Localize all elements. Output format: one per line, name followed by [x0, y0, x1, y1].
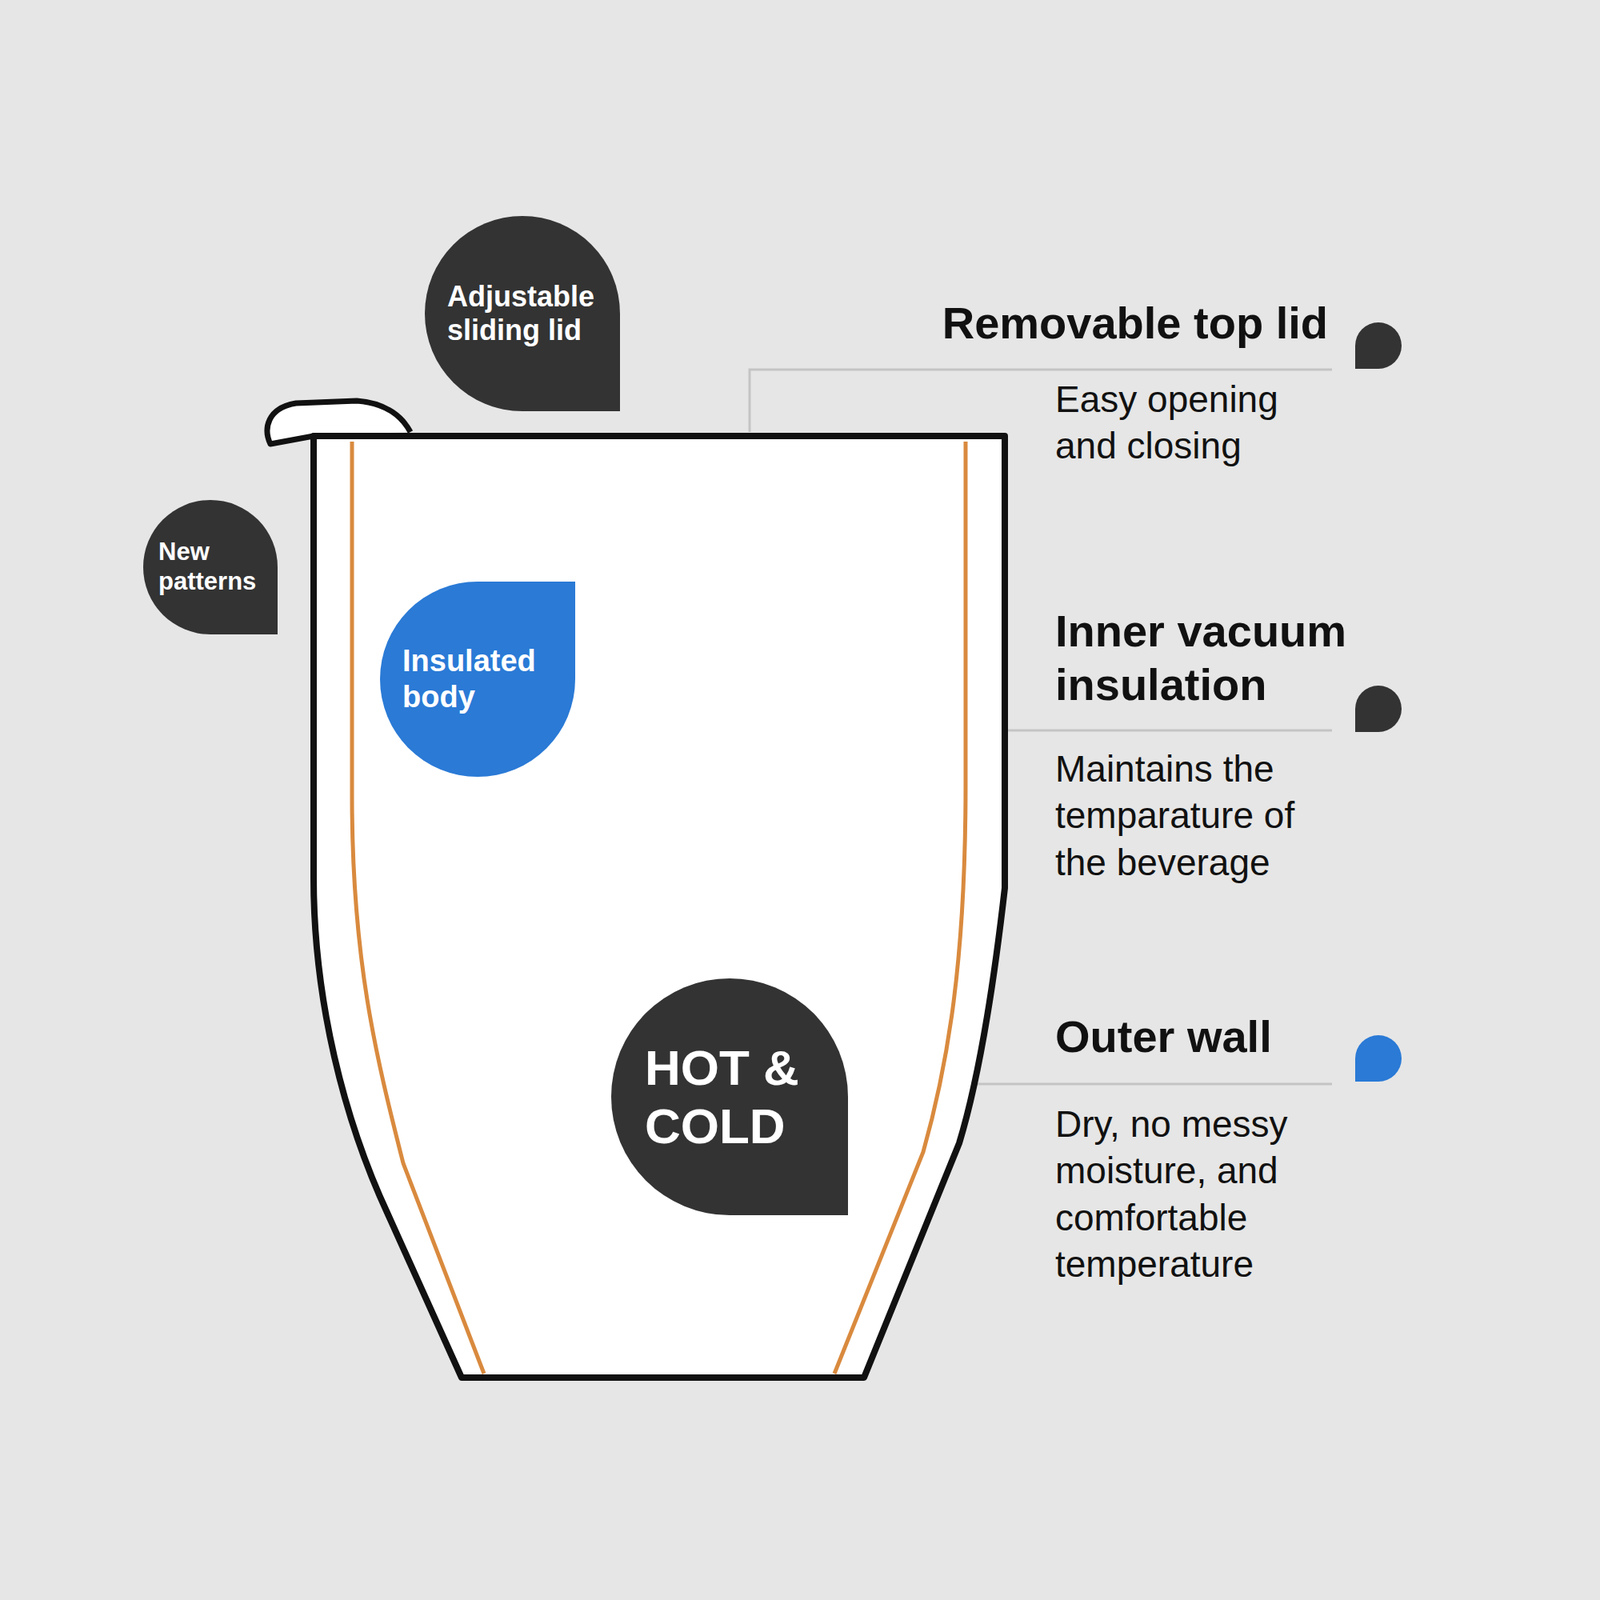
- feature-description: Dry, no messy moisture, and comfortable …: [1055, 1100, 1344, 1288]
- callout-label: Adjustable sliding lid: [447, 280, 614, 348]
- drop-shape: [611, 978, 848, 1216]
- feature-description: Maintains the temparature of the beverag…: [1055, 745, 1328, 886]
- callout-text: Adjustable sliding lid: [447, 280, 614, 348]
- drop-fill: [424, 216, 620, 412]
- inner-wall: [352, 441, 484, 1374]
- callout-text: Insulated body: [402, 643, 569, 716]
- marker-drop: [1355, 322, 1402, 369]
- drop-fill: [143, 500, 278, 635]
- callout-label: New patterns: [158, 537, 272, 596]
- feature-heading: Inner vacuum insulation: [1055, 604, 1408, 712]
- drop-shape: [380, 581, 576, 777]
- leader-line: [1008, 729, 1332, 732]
- feature-heading: Outer wall: [1055, 1009, 1344, 1064]
- callout-text: New patterns: [158, 537, 272, 596]
- drop-fill: [611, 978, 848, 1216]
- callout-label: HOT & COLD: [644, 1038, 842, 1156]
- feature-heading: Removable top lid: [768, 296, 1328, 350]
- callout-drop: Adjustable sliding lid: [424, 216, 620, 412]
- callout-drop: New patterns: [143, 500, 278, 635]
- callout-text: HOT & COLD: [644, 1038, 842, 1156]
- callout-label: Insulated body: [402, 643, 569, 716]
- cup-body: [313, 436, 1005, 1378]
- inner-wall: [834, 441, 966, 1374]
- leader-line: [976, 1083, 1332, 1086]
- callout-drop: HOT & COLD: [611, 978, 848, 1216]
- feature-description: Easy opening and closing: [1055, 376, 1320, 470]
- drop-fill: [380, 581, 576, 777]
- marker-drop: [1355, 1035, 1402, 1082]
- marker-drop: [1355, 685, 1402, 732]
- callout-drop: Insulated body: [380, 581, 576, 777]
